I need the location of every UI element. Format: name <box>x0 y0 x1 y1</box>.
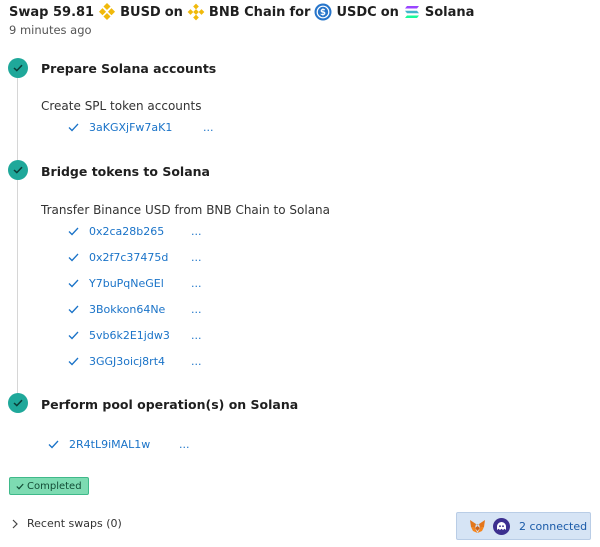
check-icon <box>68 330 82 342</box>
recent-swaps-label: Recent swaps (0) <box>27 517 122 530</box>
check-icon <box>48 439 62 451</box>
timeline-line <box>17 78 18 396</box>
to-token-name: USDC <box>336 4 377 20</box>
transaction-link[interactable]: 0x2f7c37475d ... <box>68 251 202 264</box>
check-icon <box>68 356 82 368</box>
transaction-link[interactable]: Y7buPqNeGEl ... <box>68 277 202 290</box>
step-description: Transfer Binance USD from BNB Chain to S… <box>41 203 331 217</box>
transaction-hash: 3Bokkon64Ne <box>89 303 166 316</box>
transaction-hash: 5vb6k2E1jdw3 <box>89 329 170 342</box>
solana-icon <box>403 3 421 21</box>
connected-wallets-button[interactable]: 2 connected <box>456 512 591 540</box>
swap-amount: Swap 59.81 <box>9 4 95 20</box>
status-badge: Completed <box>9 477 89 495</box>
transaction-truncation: ... <box>191 329 202 342</box>
check-icon <box>68 304 82 316</box>
chevron-right-icon <box>12 519 18 529</box>
check-icon <box>68 122 82 134</box>
bnb-chain-icon <box>187 3 205 21</box>
transaction-hash: 3aKGXjFw7aK1 <box>89 121 173 134</box>
transaction-hash: 0x2ca28b265 <box>89 225 165 238</box>
transaction-truncation: ... <box>191 225 202 238</box>
check-icon <box>68 252 82 264</box>
transaction-link[interactable]: 3aKGXjFw7aK1 ... <box>68 121 214 134</box>
transaction-hash: 0x2f7c37475d <box>89 251 169 264</box>
check-icon <box>68 226 82 238</box>
transaction-hash: Y7buPqNeGEl <box>89 277 164 290</box>
check-icon <box>16 483 24 490</box>
transaction-truncation: ... <box>179 438 190 451</box>
transaction-hash: 2R4tL9iMAL1w <box>69 438 151 451</box>
transaction-link[interactable]: 3Bokkon64Ne ... <box>68 303 202 316</box>
transaction-truncation: ... <box>191 251 202 264</box>
transaction-link[interactable]: 0x2ca28b265 ... <box>68 225 202 238</box>
step-title-prepare: Prepare Solana accounts <box>41 61 217 76</box>
check-circle-icon <box>8 160 28 180</box>
phantom-icon <box>493 517 510 535</box>
on-text-2: on <box>380 4 399 20</box>
status-label: Completed <box>27 480 82 492</box>
usdc-icon: $ <box>314 3 332 21</box>
metamask-icon <box>469 519 486 534</box>
transaction-link[interactable]: 3GGJ3oicj8rt4 ... <box>68 355 202 368</box>
transaction-truncation: ... <box>191 355 202 368</box>
check-circle-icon <box>8 393 28 413</box>
transaction-link[interactable]: 2R4tL9iMAL1w ... <box>48 438 190 451</box>
transaction-truncation: ... <box>191 277 202 290</box>
transaction-hash: 3GGJ3oicj8rt4 <box>89 355 166 368</box>
check-icon <box>68 278 82 290</box>
time-ago: 9 minutes ago <box>9 23 92 37</box>
step-title-pool-operation: Perform pool operation(s) on Solana <box>41 397 299 412</box>
busd-icon <box>98 2 116 21</box>
step-description: Create SPL token accounts <box>41 99 202 113</box>
transaction-link[interactable]: 5vb6k2E1jdw3 ... <box>68 329 202 342</box>
from-chain-name: BNB Chain <box>208 4 286 20</box>
recent-swaps-toggle[interactable]: Recent swaps (0) <box>12 517 122 530</box>
for-text: for <box>289 4 311 20</box>
wallets-connected-label: 2 connected <box>519 519 588 533</box>
transaction-truncation: ... <box>203 121 214 134</box>
check-circle-icon <box>8 58 28 78</box>
svg-text:$: $ <box>320 8 326 18</box>
on-text: on <box>164 4 183 20</box>
from-token-name: BUSD <box>120 4 161 20</box>
swap-title: Swap 59.81 BUSD on BNB Chain for <box>9 2 478 21</box>
step-title-bridge: Bridge tokens to Solana <box>41 164 210 179</box>
transaction-truncation: ... <box>191 303 202 316</box>
to-chain-name: Solana <box>424 4 475 20</box>
